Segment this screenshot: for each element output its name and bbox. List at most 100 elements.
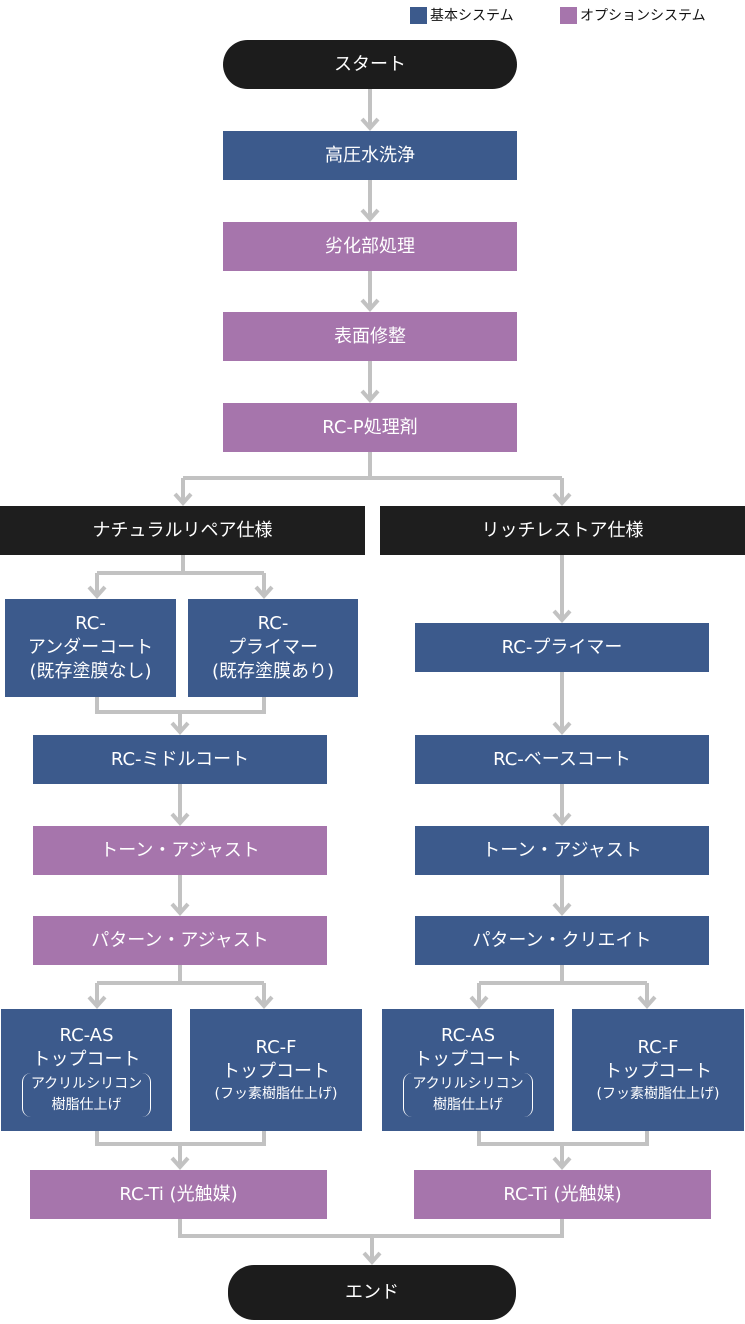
- natural-step-1-label: RC-ミドルコート: [110, 748, 250, 770]
- primer-existing-line-1: RC-: [257, 613, 289, 634]
- rich-step-1: RC-プライマー: [415, 623, 709, 672]
- rich-step-2-label: RC-ベースコート: [493, 748, 631, 770]
- common-step-2: 劣化部処理: [223, 222, 517, 271]
- natural-as-topcoat-note: アクリルシリコン 樹脂仕上げ: [21, 1072, 152, 1117]
- natural-repair-title: ナチュラルリペア仕様: [92, 519, 273, 541]
- natural-f-topcoat-line-1: RC-F: [255, 1037, 297, 1058]
- natural-repair-header: ナチュラルリペア仕様: [0, 506, 365, 555]
- arrow-head: [552, 812, 572, 827]
- under-coat-line-1: RC-: [75, 613, 106, 634]
- arrow-head: [254, 585, 274, 600]
- connector-line: [95, 1131, 266, 1146]
- natural-step-2: トーン・アジャスト: [33, 826, 327, 875]
- rich-step-2: RC-ベースコート: [415, 735, 709, 784]
- start-label: スタート: [334, 53, 406, 75]
- natural-finish-step: RC-Ti (光触媒): [30, 1170, 327, 1219]
- rich-as-topcoat-note-2: 樹脂仕上げ: [433, 1096, 503, 1113]
- arrow-head: [170, 812, 190, 827]
- natural-as-topcoat-line-2: トップコート: [32, 1048, 141, 1070]
- arrow-head: [360, 208, 380, 223]
- natural-step-2-label: トーン・アジャスト: [100, 839, 260, 861]
- rich-as-topcoat-line-1: RC-AS: [440, 1024, 496, 1046]
- primer-existing-line-3: (既存塗膜あり): [211, 661, 335, 682]
- rich-step-1-label: RC-プライマー: [501, 636, 623, 658]
- primer-existing-box: RC- プライマー (既存塗膜あり): [188, 599, 358, 697]
- legend-option-swatch: [560, 6, 577, 24]
- natural-step-3: パターン・アジャスト: [33, 916, 327, 965]
- connector-line: [95, 697, 266, 714]
- connector-line: [97, 555, 185, 575]
- natural-f-topcoat-line-2: トップコート: [222, 1061, 330, 1082]
- legend-basic-label: 基本システム: [430, 8, 514, 24]
- under-coat-line-2: アンダーコート: [27, 637, 154, 658]
- natural-step-3-label: パターン・アジャスト: [91, 929, 269, 951]
- arrow-head: [362, 1251, 382, 1266]
- rich-finish-label: RC-Ti (光触媒): [503, 1183, 622, 1205]
- arrow-head: [637, 995, 657, 1010]
- arrow-head: [87, 585, 107, 600]
- arrow-head: [469, 995, 489, 1010]
- rich-f-topcoat-sub: (フッ素樹脂仕上げ): [596, 1086, 720, 1102]
- under-coat-box: RC- アンダーコート (既存塗膜なし): [5, 599, 176, 697]
- common-step-3: 表面修整: [223, 312, 517, 361]
- rich-as-topcoat: RC-AS トップコート アクリルシリコン 樹脂仕上げ: [382, 1009, 554, 1131]
- legend-option: オプションシステム: [560, 5, 706, 25]
- natural-f-topcoat: RC-F トップコート (フッ素樹脂仕上げ): [190, 1009, 362, 1131]
- arrow-head: [170, 902, 190, 917]
- rich-f-topcoat-line-2: トップコート: [604, 1061, 712, 1082]
- connector-line: [178, 1219, 564, 1238]
- natural-as-topcoat-line-1: RC-AS: [59, 1024, 114, 1046]
- legend-basic: 基本システム: [410, 5, 514, 25]
- common-step-1: 高圧水洗浄: [223, 131, 517, 180]
- common-step-3-label: 表面修整: [334, 325, 406, 347]
- natural-step-1: RC-ミドルコート: [33, 735, 327, 784]
- rich-as-topcoat-line-2: トップコート: [414, 1048, 522, 1070]
- arrow-head: [360, 117, 380, 132]
- arrow-head: [170, 1156, 190, 1171]
- rich-finish-step: RC-Ti (光触媒): [414, 1170, 711, 1219]
- common-step-4: RC-P処理剤: [223, 403, 517, 452]
- rich-as-topcoat-note-1: アクリルシリコン: [412, 1075, 524, 1092]
- connector-line: [479, 965, 564, 985]
- natural-as-topcoat-note-2: 樹脂仕上げ: [51, 1096, 122, 1113]
- natural-finish-label: RC-Ti (光触媒): [119, 1183, 238, 1205]
- arrow-head: [360, 389, 380, 404]
- connector-line: [183, 452, 372, 480]
- legend-option-label: オプションシステム: [580, 8, 706, 24]
- rich-restore-title: リッチレストア仕様: [481, 519, 644, 541]
- end-node: エンド: [228, 1265, 516, 1320]
- arrow-head: [552, 492, 572, 507]
- rich-as-topcoat-note: アクリルシリコン 樹脂仕上げ: [403, 1072, 533, 1117]
- rich-restore-header: リッチレストア仕様: [380, 506, 745, 555]
- arrow-head: [360, 298, 380, 313]
- common-step-2-label: 劣化部処理: [325, 235, 415, 257]
- rich-step-4-label: パターン・クリエイト: [472, 929, 652, 951]
- rich-step-3: トーン・アジャスト: [415, 826, 709, 875]
- common-step-4-label: RC-P処理剤: [322, 416, 418, 438]
- connector-line: [477, 1131, 649, 1146]
- end-label: エンド: [345, 1281, 399, 1303]
- natural-f-topcoat-sub: (フッ素樹脂仕上げ): [214, 1086, 338, 1102]
- rich-f-topcoat: RC-F トップコート (フッ素樹脂仕上げ): [572, 1009, 744, 1131]
- natural-as-topcoat-note-1: アクリルシリコン: [30, 1075, 143, 1092]
- legend-basic-swatch: [410, 6, 427, 24]
- arrow-head: [552, 902, 572, 917]
- primer-existing-line-2: プライマー: [228, 637, 318, 658]
- start-node: スタート: [223, 40, 517, 89]
- rich-f-topcoat-line-1: RC-F: [637, 1037, 679, 1058]
- arrow-head: [552, 721, 572, 736]
- rich-step-4: パターン・クリエイト: [415, 916, 709, 965]
- arrow-head: [87, 995, 107, 1010]
- natural-as-topcoat: RC-AS トップコート アクリルシリコン 樹脂仕上げ: [1, 1009, 172, 1131]
- common-step-1-label: 高圧水洗浄: [325, 144, 415, 166]
- arrow-head: [552, 1156, 572, 1171]
- arrow-head: [254, 995, 274, 1010]
- arrow-head: [552, 609, 572, 624]
- connector-line: [97, 965, 182, 985]
- arrow-head: [170, 721, 190, 736]
- under-coat-line-3: (既存塗膜なし): [29, 661, 152, 682]
- rich-step-3-label: トーン・アジャスト: [482, 839, 642, 861]
- arrow-head: [173, 492, 193, 507]
